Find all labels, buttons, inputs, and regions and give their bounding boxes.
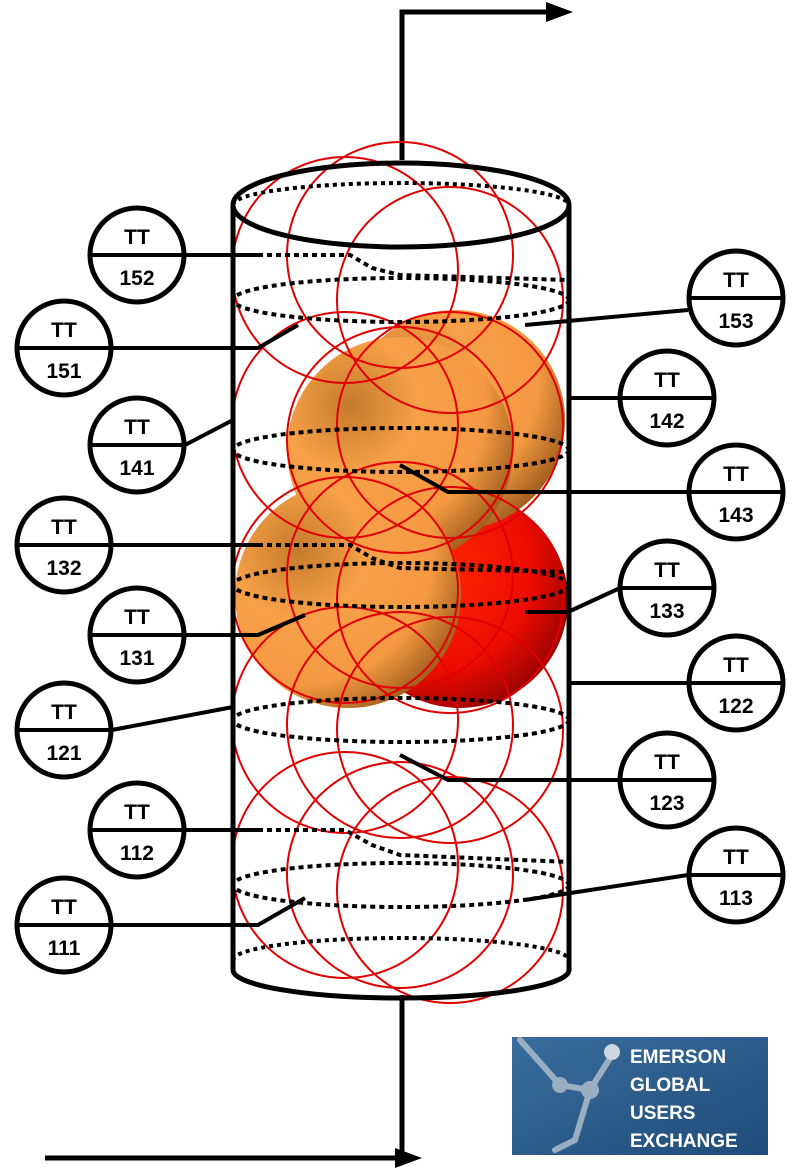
transmitter-tag: 151 <box>46 360 81 383</box>
transmitter-label: TT <box>654 751 680 774</box>
transmitter-tt-151: TT 151 <box>14 298 114 398</box>
transmitter-label: TT <box>51 896 77 919</box>
level-rings <box>231 276 571 909</box>
transmitter-tt-141: TT 141 <box>87 395 187 495</box>
hot-spot-orange-lower <box>235 482 461 708</box>
transmitter-label: TT <box>723 269 749 292</box>
transmitter-tag: 113 <box>719 887 753 910</box>
logo-line-3: USERS <box>630 1103 695 1124</box>
transmitter-tag: 153 <box>718 310 753 333</box>
transmitter-tt-123: TT 123 <box>617 730 717 830</box>
inlet-arrow-icon <box>395 1148 422 1168</box>
vessel-top-dotted <box>231 181 571 961</box>
logo-line-4: EXCHANGE <box>630 1131 738 1152</box>
emerson-logo: EMERSON GLOBAL USERS EXCHANGE <box>512 1037 768 1155</box>
transmitter-label: TT <box>654 559 680 582</box>
transmitter-tag: 133 <box>649 600 684 623</box>
outlet-arrow-icon <box>546 2 573 22</box>
transmitter-label: TT <box>124 801 150 824</box>
transmitter-tt-133: TT 133 <box>617 538 717 638</box>
transmitter-tag: 132 <box>46 557 81 580</box>
transmitter-tag: 142 <box>649 410 684 433</box>
transmitter-label: TT <box>124 416 150 439</box>
transmitter-tt-131: TT 131 <box>87 585 187 685</box>
transmitter-tt-132: TT 132 <box>14 495 114 595</box>
transmitter-label: TT <box>723 463 749 486</box>
logo-line-1: EMERSON <box>630 1047 726 1068</box>
level-ring-top-dots <box>258 253 570 864</box>
transmitter-tt-112: TT 112 <box>87 780 187 880</box>
network-graphic-icon <box>517 1037 620 1153</box>
transmitter-label: TT <box>723 654 749 677</box>
transmitter-tt-152: TT 152 <box>87 205 187 305</box>
transmitter-tt-121: TT 121 <box>14 680 114 780</box>
transmitter-label: TT <box>51 701 77 724</box>
transmitter-tag: 131 <box>119 647 154 670</box>
transmitter-tag: 111 <box>48 937 81 960</box>
transmitter-tag: 141 <box>119 457 154 480</box>
transmitter-tt-143: TT 143 <box>686 442 786 542</box>
transmitter-tag: 122 <box>718 695 753 718</box>
leader-lines <box>111 253 689 927</box>
transmitter-label: TT <box>124 226 150 249</box>
transmitter-tag: 112 <box>120 842 154 865</box>
transmitter-tag: 152 <box>119 267 154 290</box>
logo-line-2: GLOBAL <box>630 1075 711 1096</box>
transmitter-label: TT <box>723 846 749 869</box>
transmitter-tag: 121 <box>46 742 81 765</box>
transmitter-tt-153: TT 153 <box>686 248 786 348</box>
transmitter-tt-142: TT 142 <box>617 348 717 448</box>
hot-spots <box>235 310 568 708</box>
transmitter-tag: 123 <box>649 792 684 815</box>
transmitter-tt-122: TT 122 <box>686 633 786 733</box>
transmitter-tt-111: TT 111 <box>14 875 114 975</box>
transmitter-tag: 143 <box>718 504 753 527</box>
inlet-pipe <box>45 995 405 1161</box>
transmitter-label: TT <box>124 606 150 629</box>
transmitter-label: TT <box>51 319 77 342</box>
transmitter-label: TT <box>51 516 77 539</box>
transmitter-tt-113: TT 113 <box>686 825 786 925</box>
transmitter-label: TT <box>654 369 680 392</box>
outlet-pipe <box>399 9 555 160</box>
